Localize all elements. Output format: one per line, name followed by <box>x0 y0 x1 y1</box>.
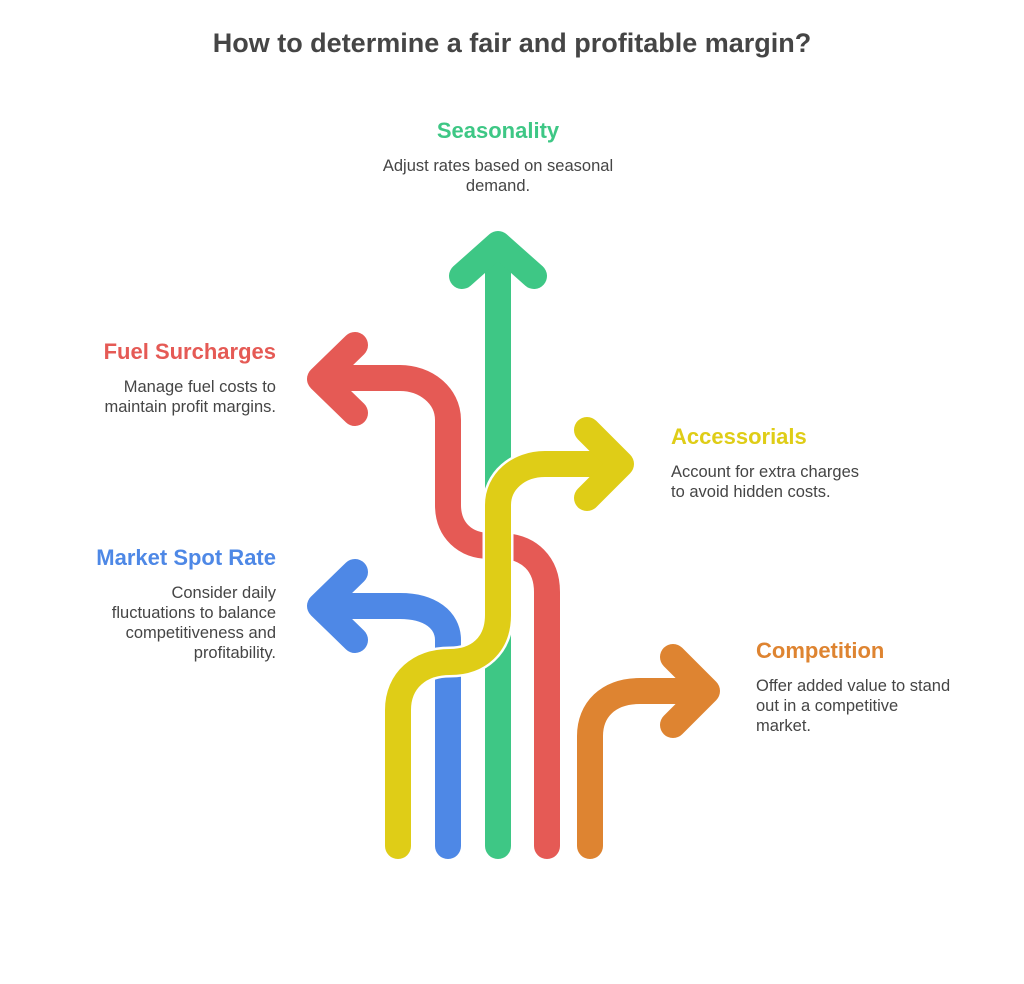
market-spot-rate-arrow <box>307 559 461 859</box>
fuel-desc-2: maintain profit margins. <box>104 398 277 416</box>
fuel-desc-1: Manage fuel costs to <box>123 378 276 396</box>
fuel-surcharges-block: Fuel Surcharges Manage fuel costs to main… <box>40 339 276 417</box>
accessorials-desc-2: to avoid hidden costs. <box>671 483 831 501</box>
fuel-surcharges-heading: Fuel Surcharges <box>103 339 276 364</box>
market-desc-2: fluctuations to balance <box>111 604 276 622</box>
market-desc-3: competitiveness and <box>125 624 276 642</box>
accessorials-arrow <box>382 417 634 862</box>
market-spot-rate-block: Market Spot Rate Consider daily fluctuati… <box>40 545 276 663</box>
seasonality-heading: Seasonality <box>436 118 560 143</box>
competition-heading: Competition <box>756 638 885 663</box>
competition-desc-1: Offer added value to stand <box>756 677 951 695</box>
competition-block: Competition Offer added value to stand ou… <box>756 638 996 736</box>
competition-desc-2: out in a competitive <box>756 697 899 715</box>
accessorials-block: Accessorials Account for extra charges to… <box>671 424 931 502</box>
accessorials-desc-1: Account for extra charges <box>671 463 860 481</box>
market-spot-rate-heading: Market Spot Rate <box>96 545 276 570</box>
fuel-surcharges-arrow <box>307 332 560 859</box>
diagram-title: How to determine a fair and profitable m… <box>212 28 812 58</box>
accessorials-heading: Accessorials <box>671 424 807 449</box>
seasonality-desc-2: demand. <box>465 177 531 195</box>
seasonality-block: Seasonality Adjust rates based on season… <box>348 118 648 196</box>
competition-arrow <box>577 644 720 859</box>
market-desc-1: Consider daily <box>171 584 276 602</box>
competition-desc-3: market. <box>756 717 812 735</box>
market-desc-4: profitability. <box>193 644 276 662</box>
seasonality-desc-1: Adjust rates based on seasonal <box>382 157 614 175</box>
